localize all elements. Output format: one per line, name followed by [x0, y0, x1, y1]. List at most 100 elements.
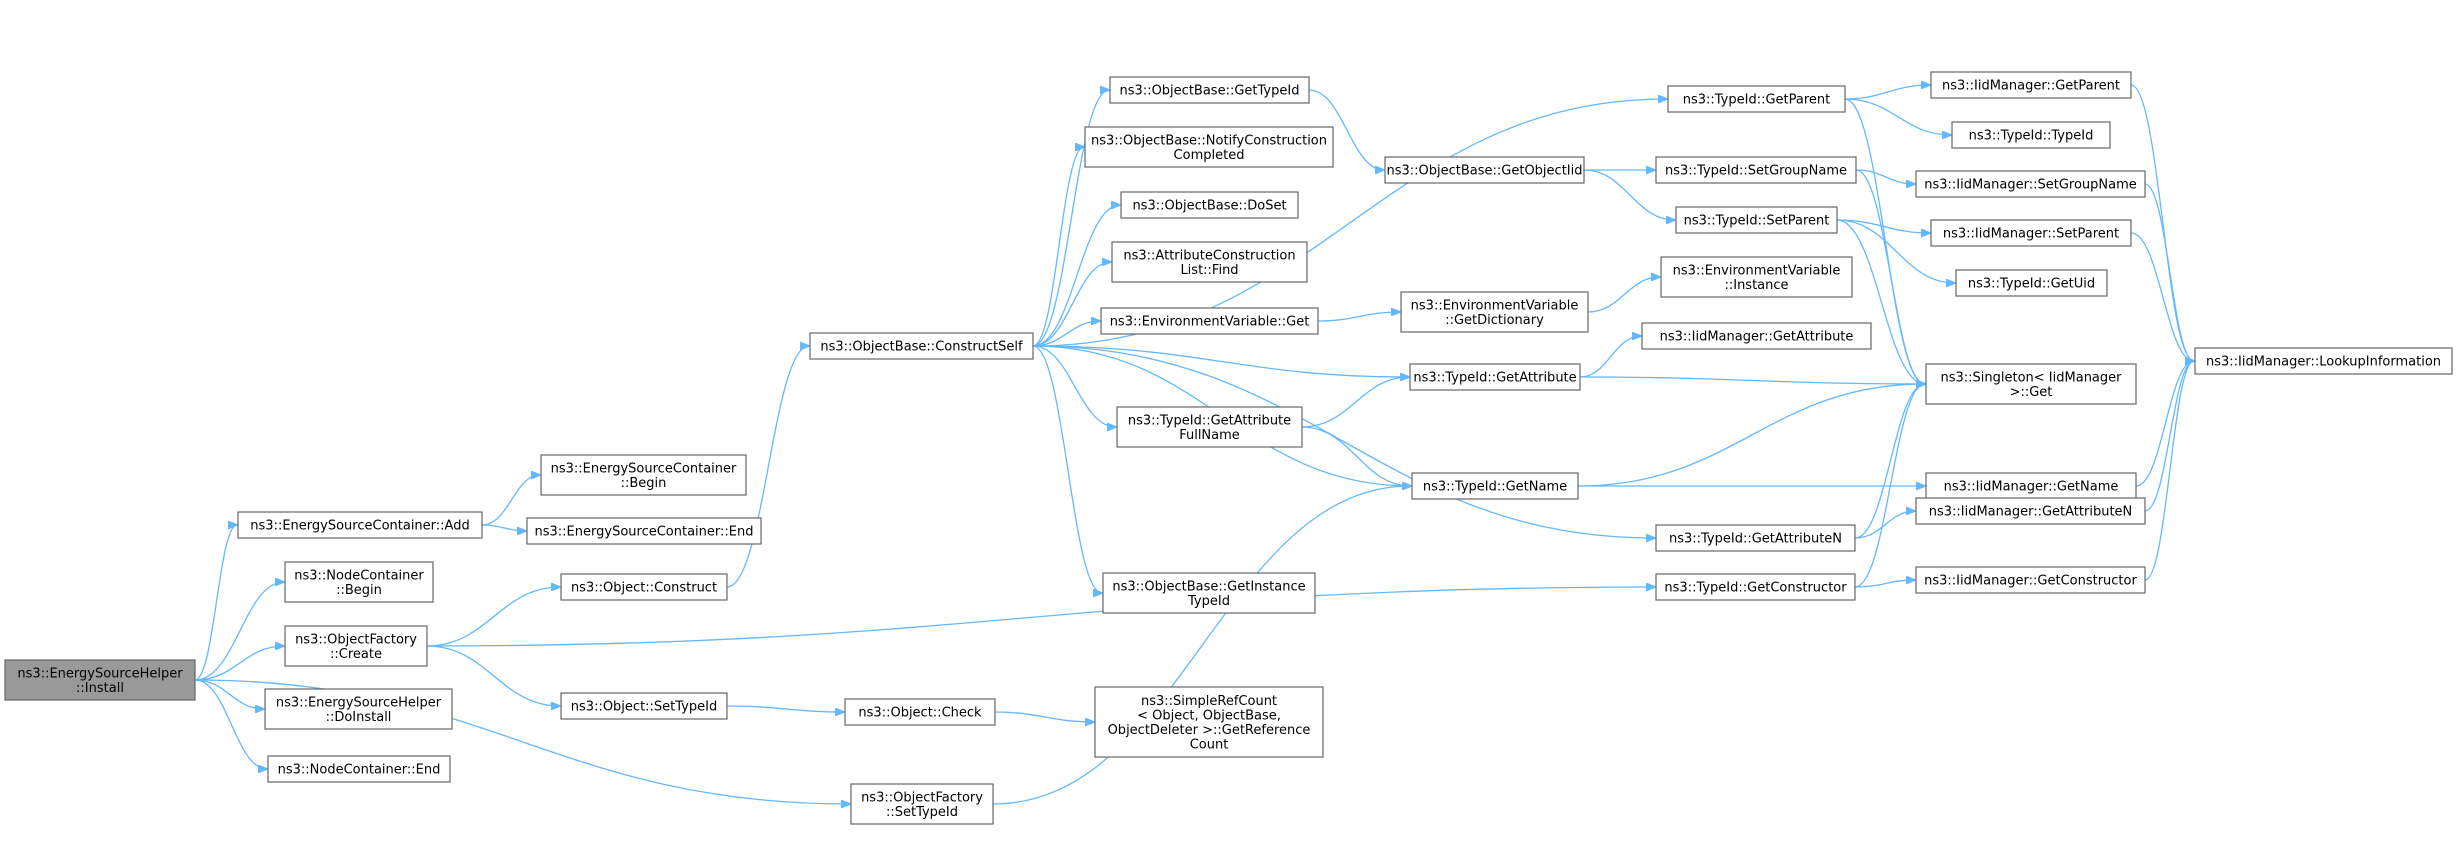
node-tid-setparent[interactable]: ns3::TypeId::SetParent	[1675, 206, 1838, 234]
node-label: ::DoInstall	[326, 710, 392, 725]
node-tid-typeid[interactable]: ns3::TypeId::TypeId	[1951, 121, 2111, 149]
node-label: ns3::EnergySourceContainer	[551, 461, 737, 476]
edge-install-to-nc_begin	[194, 582, 284, 681]
node-label: ObjectDeleter >::GetReference	[1108, 723, 1311, 738]
edge-tid_getattributen-to-singleton_get	[1854, 384, 1925, 539]
node-tid-getuid[interactable]: ns3::TypeId::GetUid	[1955, 269, 2108, 297]
node-ob-doset[interactable]: ns3::ObjectBase::DoSet	[1120, 191, 1299, 219]
node-tid-getparent[interactable]: ns3::TypeId::GetParent	[1667, 85, 1846, 113]
node-box	[809, 332, 1034, 360]
node-iid-getconstructor[interactable]: ns3::IidManager::GetConstructor	[1915, 566, 2146, 594]
node-ob-getobjectiid[interactable]: ns3::ObjectBase::GetObjectIid	[1384, 156, 1585, 184]
edge-ob_gettypeid-to-ob_getobjectiid	[1308, 89, 1384, 170]
node-ev-getdict[interactable]: ns3::EnvironmentVariable::GetDictionary	[1400, 291, 1589, 333]
node-label: ns3::NodeContainer	[294, 568, 424, 583]
node-label: ns3::IidManager::SetGroupName	[1924, 178, 2137, 193]
node-label: ns3::TypeId::SetParent	[1684, 214, 1830, 229]
node-box	[850, 783, 994, 825]
edge-iid_setgroupname-to-iid_lookup	[2144, 183, 2194, 361]
node-nc-end[interactable]: ns3::NodeContainer::End	[267, 755, 451, 783]
node-esc-begin[interactable]: ns3::EnergySourceContainer::Begin	[540, 454, 747, 496]
node-iid-lookup[interactable]: ns3::IidManager::LookupInformation	[2194, 347, 2453, 375]
edge-install-to-esh_doinstall	[194, 679, 264, 709]
node-label: ns3::IidManager::GetAttribute	[1660, 330, 1854, 345]
edge-tid_setgroupname-to-singleton_get	[1855, 169, 1925, 384]
node-iid-getattribute[interactable]: ns3::IidManager::GetAttribute	[1641, 322, 1872, 350]
node-obj-settypeid[interactable]: ns3::Object::SetTypeId	[560, 692, 728, 720]
node-esc-end[interactable]: ns3::EnergySourceContainer::End	[526, 517, 762, 545]
edge-install-to-of_create	[194, 646, 284, 681]
node-tid-getattributen[interactable]: ns3::TypeId::GetAttributeN	[1655, 524, 1856, 552]
node-label: ns3::EnergySourceContainer::End	[535, 525, 754, 540]
node-tid-getname[interactable]: ns3::TypeId::GetName	[1411, 472, 1579, 500]
node-box	[1641, 322, 1872, 350]
node-tid-getconstructor[interactable]: ns3::TypeId::GetConstructor	[1655, 573, 1856, 601]
edge-of_create-to-obj_construct	[426, 587, 560, 647]
node-label: ns3::ObjectBase::ConstructSelf	[820, 340, 1023, 355]
edge-obj_check-to-src_getref	[994, 711, 1094, 722]
node-ob-gettypeid[interactable]: ns3::ObjectBase::GetTypeId	[1109, 76, 1310, 104]
node-box	[1400, 291, 1589, 333]
node-label: ns3::Object::Construct	[571, 581, 717, 596]
edge-install-to-nc_end	[194, 679, 267, 769]
node-tid-setgroupname[interactable]: ns3::TypeId::SetGroupName	[1655, 156, 1857, 184]
node-box	[1116, 406, 1303, 448]
node-label: ns3::NodeContainer::End	[278, 763, 441, 778]
node-nc-begin[interactable]: ns3::NodeContainer::Begin	[284, 561, 434, 603]
nodes-layer: ns3::EnergySourceHelper::Installns3::Ene…	[4, 71, 2453, 825]
node-box	[1925, 363, 2137, 405]
node-tid-getattribute[interactable]: ns3::TypeId::GetAttribute	[1409, 363, 1581, 391]
node-ob-constructself[interactable]: ns3::ObjectBase::ConstructSelf	[809, 332, 1034, 360]
node-ev-get[interactable]: ns3::EnvironmentVariable::Get	[1100, 307, 1319, 335]
edge-ob_constructself-to-acl_find	[1032, 262, 1111, 347]
node-src-getref[interactable]: ns3::SimpleRefCount< Object, ObjectBase,…	[1094, 686, 1324, 758]
node-singleton-get[interactable]: ns3::Singleton< IidManager>::Get	[1925, 363, 2137, 405]
node-box	[1925, 472, 2137, 500]
node-of-settypeid[interactable]: ns3::ObjectFactory::SetTypeId	[850, 783, 994, 825]
node-label: ns3::EnergySourceContainer::Add	[250, 519, 469, 534]
node-box	[1675, 206, 1838, 234]
node-box	[4, 659, 196, 701]
node-box	[1955, 269, 2108, 297]
node-iid-setgroupname[interactable]: ns3::IidManager::SetGroupName	[1915, 170, 2146, 198]
node-ev-instance[interactable]: ns3::EnvironmentVariable::Instance	[1660, 256, 1853, 298]
node-label: ns3::ObjectBase::GetObjectIid	[1386, 164, 1582, 179]
edge-tid_getconstructor-to-iid_getconstructor	[1854, 580, 1915, 588]
node-esc-add[interactable]: ns3::EnergySourceContainer::Add	[237, 511, 483, 539]
node-install[interactable]: ns3::EnergySourceHelper::Install	[4, 659, 196, 701]
node-label: Completed	[1174, 148, 1245, 163]
node-ob-notify[interactable]: ns3::ObjectBase::NotifyConstructionCompl…	[1084, 126, 1334, 168]
edge-of_create-to-tid_getconstructor	[426, 587, 1655, 647]
node-box	[1655, 524, 1856, 552]
edge-tid_setparent-to-singleton_get	[1836, 219, 1925, 384]
node-box	[844, 698, 996, 726]
edge-install-to-of_settypeid	[194, 679, 850, 804]
node-obj-construct[interactable]: ns3::Object::Construct	[560, 573, 728, 601]
node-label: ns3::TypeId::GetUid	[1968, 277, 2095, 292]
node-iid-getattributen[interactable]: ns3::IidManager::GetAttributeN	[1915, 497, 2146, 525]
node-box	[1930, 219, 2132, 247]
node-box	[2194, 347, 2453, 375]
node-iid-getparent[interactable]: ns3::IidManager::GetParent	[1930, 71, 2132, 99]
node-label: ::Begin	[621, 476, 667, 491]
node-esh-doinstall[interactable]: ns3::EnergySourceHelper::DoInstall	[264, 688, 453, 730]
node-obj-check[interactable]: ns3::Object::Check	[844, 698, 996, 726]
node-of-create[interactable]: ns3::ObjectFactory::Create	[284, 625, 428, 667]
node-box	[1384, 156, 1585, 184]
node-box	[526, 517, 762, 545]
edge-of_settypeid-to-tid_getname	[992, 486, 1411, 805]
edge-tid_getattribute-to-iid_getattribute	[1579, 336, 1641, 378]
node-box	[1411, 472, 1579, 500]
node-iid-setparent[interactable]: ns3::IidManager::SetParent	[1930, 219, 2132, 247]
node-iid-getname[interactable]: ns3::IidManager::GetName	[1925, 472, 2137, 500]
node-box	[1915, 170, 2146, 198]
edge-ob_constructself-to-ob_notify	[1032, 147, 1084, 347]
node-label: Count	[1190, 737, 1229, 752]
edge-iid_getattributen-to-iid_lookup	[2144, 361, 2194, 512]
node-label: ::Begin	[336, 583, 382, 598]
node-label: ns3::TypeId::GetName	[1423, 480, 1567, 495]
